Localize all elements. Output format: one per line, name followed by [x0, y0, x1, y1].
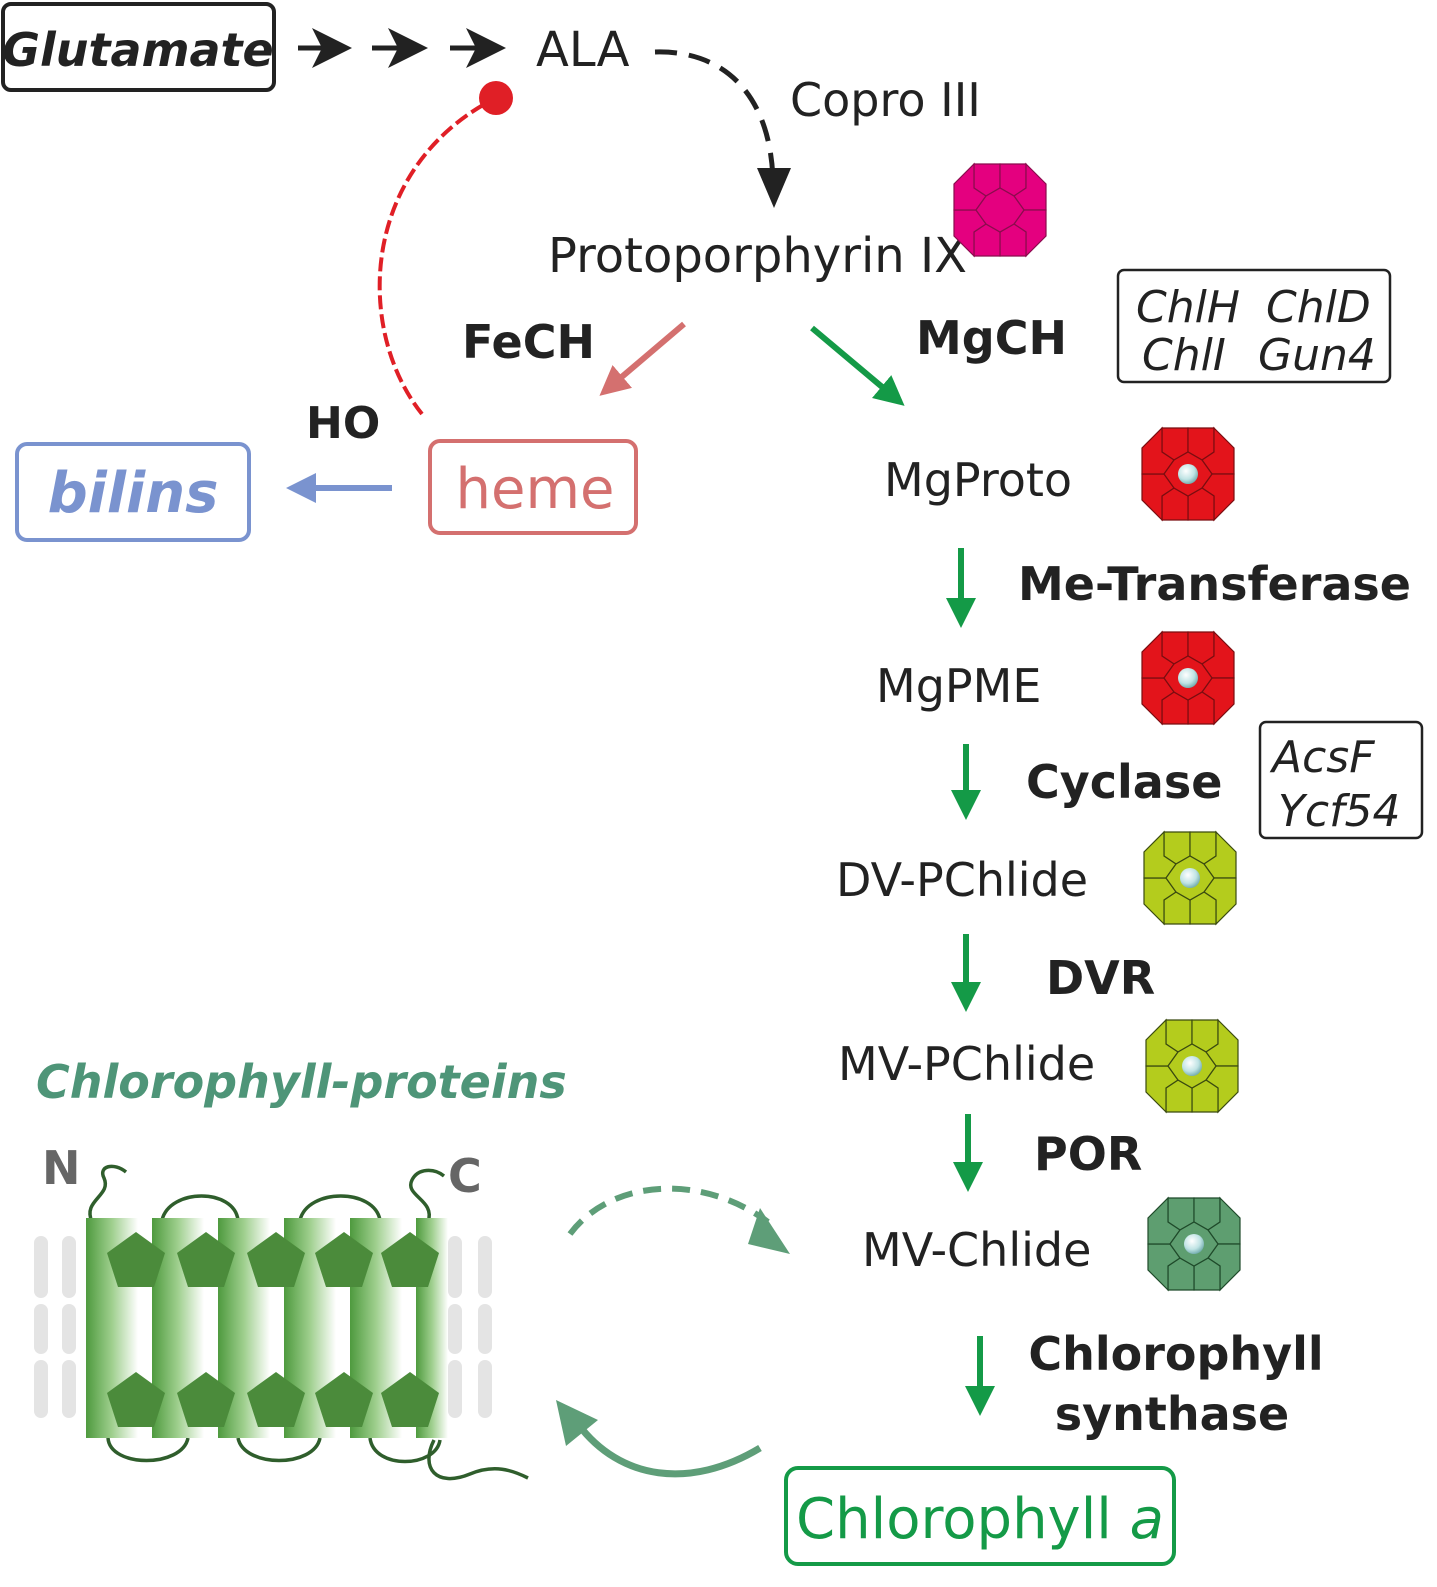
release-arrowhead: [556, 1400, 598, 1446]
n-terminus-label: N: [42, 1141, 81, 1195]
mv-chlide-label: MV-Chlide: [862, 1223, 1091, 1277]
protoporphyrin-arrowhead: [757, 168, 791, 208]
mgch-label: MgCH: [916, 311, 1067, 365]
protoporphyrin-molecule-icon: [953, 163, 1047, 257]
mgproto-label: MgProto: [884, 453, 1072, 507]
cyclase-label: Cyclase: [1026, 755, 1222, 809]
chlorophyll-synthase-label-line1: Chlorophyll: [1028, 1327, 1323, 1381]
chlh-label: ChlH: [1136, 282, 1240, 333]
inhibition-dot: [479, 81, 513, 115]
dv-pchlide-label: DV-PChlide: [836, 853, 1088, 907]
chlorophyll-a-box: [784, 1466, 1176, 1566]
me-transferase-label: Me-Transferase: [1018, 557, 1411, 611]
protoporphyrin-label: Protoporphyrin IX: [548, 228, 967, 284]
dv-pchlide-mg-atom: [1180, 868, 1200, 888]
chld-label: ChlD: [1266, 282, 1371, 333]
mgch-subunits-box: [1116, 268, 1392, 384]
mgproto-mg-atom: [1178, 464, 1198, 484]
chlorophyll-proteins-label: Chlorophyll-proteins: [36, 1055, 567, 1109]
heme-feedback-inhibition-line: [377, 98, 493, 416]
chlorophyll-synthase-label-line2: synthase: [1055, 1387, 1289, 1441]
glutamate-label: Glutamate: [2, 23, 273, 77]
chli-label: ChlI: [1142, 330, 1226, 381]
dvr-label: DVR: [1046, 951, 1155, 1005]
heme-box: [428, 439, 638, 535]
bilins-box: [15, 442, 251, 542]
cyclase-subunits-box: [1258, 720, 1424, 840]
bilins-label: bilins: [48, 461, 219, 526]
acsf-label: AcsF: [1269, 732, 1375, 783]
mgpme-label: MgPME: [876, 659, 1041, 713]
mv-pchlide-mg-atom: [1182, 1056, 1202, 1076]
assembly-dashed-arrow: [567, 1185, 770, 1236]
gun4-label: Gun4: [1258, 330, 1376, 381]
ho-label: HO: [306, 398, 380, 449]
fech-arrow: [599, 321, 686, 396]
chlorophyll-a-label: Chlorophyll a: [796, 1487, 1164, 1552]
ycf54-label: Ycf54: [1278, 786, 1401, 837]
fech-label: FeCH: [462, 315, 595, 369]
mgpme-mg-atom: [1178, 668, 1198, 688]
glutamate-box: [1, 2, 276, 92]
ala-label: ALA: [536, 22, 630, 78]
protein-loops: [88, 1164, 529, 1481]
ala-to-protoporphyrin-dashed-arrow: [654, 49, 776, 181]
mv-pchlide-label: MV-PChlide: [838, 1037, 1095, 1091]
membrane-lipids: [34, 1236, 492, 1418]
mv-chlide-mg-atom: [1184, 1234, 1204, 1254]
release-arrow: [575, 1421, 762, 1478]
assembly-arrowhead: [748, 1208, 790, 1254]
heme-label: heme: [456, 457, 615, 522]
copro-label: Copro III: [790, 73, 981, 127]
c-terminus-label: C: [448, 1149, 482, 1203]
por-label: POR: [1034, 1127, 1142, 1181]
mgch-arrow: [810, 325, 905, 406]
